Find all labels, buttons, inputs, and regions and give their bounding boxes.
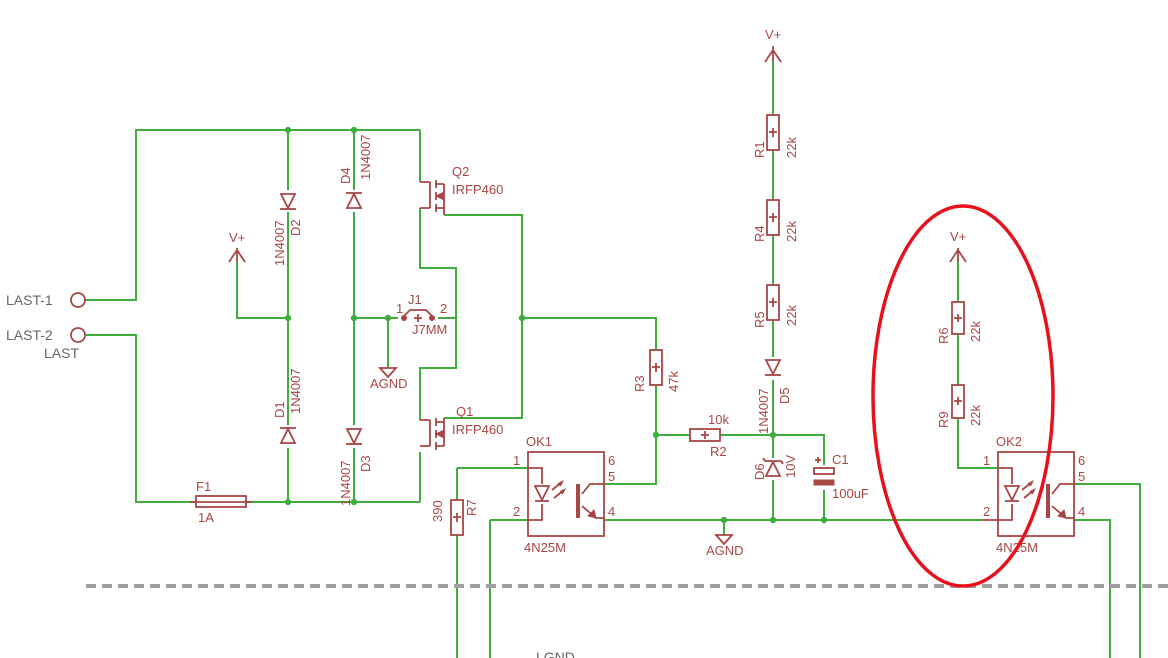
junctions [284, 126, 828, 524]
optocoupler-ok2[interactable]: OK2 4N25M 1 2 4 5 6 [982, 434, 1085, 555]
optocoupler-ok1[interactable]: OK1 4N25M 1 2 4 5 6 [513, 434, 615, 555]
connector-last-2[interactable]: LAST-2 LAST [6, 327, 86, 361]
svg-text:22k: 22k [784, 221, 799, 242]
svg-text:4: 4 [608, 504, 615, 519]
svg-text:Q2: Q2 [452, 164, 469, 179]
svg-text:Q1: Q1 [456, 404, 473, 419]
mosfet-q1[interactable]: Q1 IRFP460 [420, 404, 503, 450]
svg-text:V+: V+ [765, 27, 781, 42]
resistor-r1[interactable]: R1 22k [752, 114, 799, 158]
capacitor-c1[interactable]: C1 100uF [813, 452, 869, 501]
svg-text:1: 1 [513, 453, 520, 468]
svg-text:1: 1 [396, 301, 403, 316]
svg-text:J1: J1 [408, 292, 422, 307]
svg-text:AGND: AGND [370, 376, 408, 391]
resistor-r4[interactable]: R4 22k [752, 199, 799, 242]
svg-text:4: 4 [1078, 504, 1085, 519]
connector-last-1[interactable]: LAST-1 [6, 292, 86, 308]
svg-text:22k: 22k [968, 405, 983, 426]
svg-text:IRFP460: IRFP460 [452, 422, 503, 437]
svg-text:D4: D4 [338, 167, 353, 184]
svg-text:R5: R5 [752, 311, 767, 328]
zener-d6[interactable]: D6 10V [752, 455, 798, 480]
svg-text:22k: 22k [784, 137, 799, 158]
connector-last-name: LAST [44, 345, 79, 361]
svg-text:IRFP460: IRFP460 [452, 182, 503, 197]
svg-text:6: 6 [1078, 453, 1085, 468]
connector-last-1-label: LAST-1 [6, 292, 53, 308]
svg-text:5: 5 [1078, 469, 1085, 484]
resistor-r2[interactable]: 10k R2 [689, 412, 729, 459]
svg-text:47k: 47k [666, 371, 681, 392]
resistor-r3[interactable]: R3 47k [632, 349, 681, 392]
diode-d1[interactable]: D1 1N4007 [272, 368, 303, 444]
svg-text:1N4007: 1N4007 [272, 220, 287, 266]
svg-text:22k: 22k [784, 305, 799, 326]
connector-last-2-label: LAST-2 [6, 327, 53, 343]
vplus-symbol-bridge: V+ [228, 230, 246, 263]
svg-text:AGND: AGND [706, 543, 744, 558]
resistor-r9[interactable]: R9 22k [936, 384, 983, 428]
svg-text:C1: C1 [832, 452, 849, 467]
diode-d2[interactable]: 1N4007 D2 [272, 193, 303, 266]
svg-text:F1: F1 [196, 479, 211, 494]
resistor-r7[interactable]: 390 R7 [430, 499, 479, 536]
svg-text:4N25M: 4N25M [524, 540, 566, 555]
svg-text:R4: R4 [752, 225, 767, 242]
svg-text:V+: V+ [229, 230, 245, 245]
svg-text:R2: R2 [710, 444, 727, 459]
wires [86, 62, 1141, 658]
svg-text:J7MM: J7MM [412, 322, 447, 337]
resistor-r6[interactable]: R6 22k [936, 301, 983, 344]
svg-text:1N4007: 1N4007 [288, 368, 303, 414]
svg-text:390: 390 [430, 500, 445, 522]
resistor-r5[interactable]: R5 22k [752, 284, 799, 328]
svg-text:OK1: OK1 [526, 434, 552, 449]
svg-text:D5: D5 [777, 387, 792, 404]
agnd-symbol-bridge: AGND [370, 367, 408, 391]
svg-text:5: 5 [608, 469, 615, 484]
svg-text:2: 2 [983, 504, 990, 519]
svg-text:R3: R3 [632, 375, 647, 392]
svg-text:D1: D1 [272, 401, 287, 418]
svg-text:R9: R9 [936, 411, 951, 428]
svg-text:100uF: 100uF [832, 486, 869, 501]
fuse-f1[interactable]: F1 1A [190, 479, 252, 525]
svg-text:D2: D2 [288, 219, 303, 236]
svg-text:2: 2 [513, 504, 520, 519]
vplus-symbol-ok2: V+ [949, 229, 967, 263]
svg-text:1N4007: 1N4007 [338, 460, 353, 506]
vplus-symbol-divider: V+ [764, 27, 782, 63]
svg-text:OK2: OK2 [996, 434, 1022, 449]
svg-text:R6: R6 [936, 327, 951, 344]
svg-text:R7: R7 [464, 499, 479, 516]
mosfet-q2[interactable]: Q2 IRFP460 [420, 164, 503, 215]
jumper-j1[interactable]: 1 2 J1 J7MM [396, 292, 447, 337]
lgnd-label: LGND [536, 649, 575, 658]
svg-text:R1: R1 [752, 141, 767, 158]
svg-text:2: 2 [440, 301, 447, 316]
svg-text:1: 1 [983, 453, 990, 468]
highlight-ellipse [871, 204, 1055, 588]
svg-text:V+: V+ [950, 229, 966, 244]
svg-text:D3: D3 [358, 455, 373, 472]
diode-d4[interactable]: D4 1N4007 [338, 134, 373, 209]
svg-text:D6: D6 [752, 463, 767, 480]
svg-text:10k: 10k [708, 412, 729, 427]
svg-text:6: 6 [608, 453, 615, 468]
svg-text:1N4007: 1N4007 [756, 388, 771, 434]
diode-d3[interactable]: 1N4007 D3 [338, 428, 373, 506]
svg-text:22k: 22k [968, 321, 983, 342]
svg-text:10V: 10V [783, 455, 798, 478]
svg-text:1A: 1A [198, 510, 214, 525]
svg-text:1N4007: 1N4007 [358, 134, 373, 180]
agnd-symbol-main: AGND [706, 534, 744, 558]
diode-d5[interactable]: 1N4007 D5 [756, 359, 792, 434]
